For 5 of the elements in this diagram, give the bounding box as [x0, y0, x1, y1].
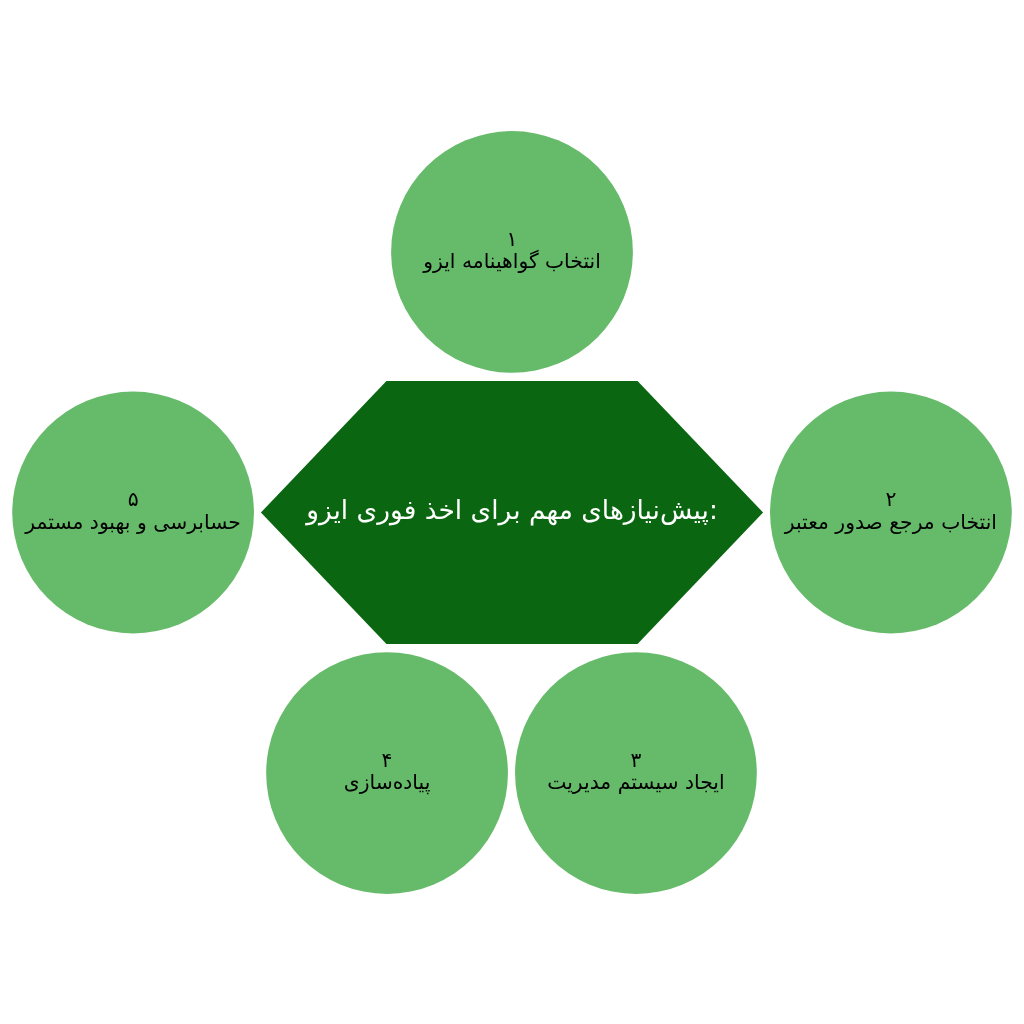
node-circle: ۴ پیاده‌سازی [266, 651, 508, 894]
node-circle: ۳ ایجاد سیستم مدیریت [515, 651, 757, 894]
node-circle: ۲ انتخاب مرجع صدور معتبر [770, 391, 1012, 633]
node-circle: ۵ حسابرسی و بهبود مستمر [12, 391, 254, 633]
node-circle: ۱ انتخاب گواهینامه ایزو [391, 130, 633, 373]
